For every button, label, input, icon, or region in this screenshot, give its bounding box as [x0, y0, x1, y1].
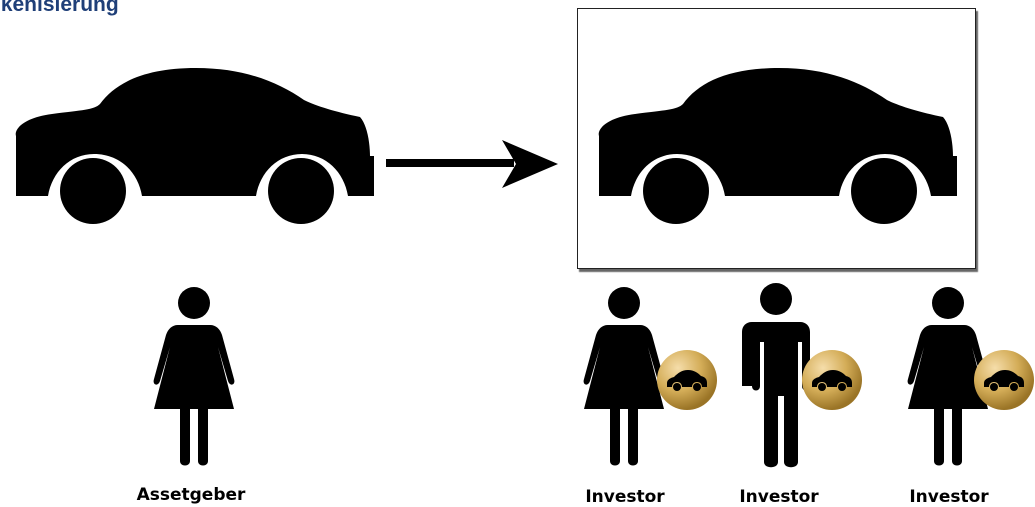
investor-label: Investor	[585, 489, 664, 506]
investor-figure	[580, 285, 668, 467]
assetgeber-label: Assetgeber	[137, 487, 246, 504]
car-token-icon	[656, 349, 718, 411]
investor-label: Investor	[909, 489, 988, 506]
woman-icon	[150, 285, 238, 467]
car-icon	[12, 60, 376, 226]
car-token-icon	[973, 349, 1035, 411]
assetgeber-figure	[150, 285, 238, 467]
arrow-right-icon	[386, 138, 558, 190]
car-token-icon	[801, 349, 863, 411]
diagram-title: okenisierung	[0, 0, 119, 15]
car-icon	[595, 60, 959, 226]
woman-icon	[580, 285, 668, 467]
investor-label: Investor	[739, 489, 818, 506]
